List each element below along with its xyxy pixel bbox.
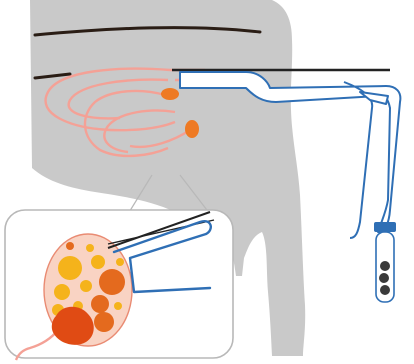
follicle-6 bbox=[91, 295, 109, 313]
magnified-ovary-inset bbox=[5, 210, 233, 360]
ovary-lower-icon bbox=[185, 120, 199, 138]
follicle-3 bbox=[99, 269, 125, 295]
tube-cap bbox=[374, 222, 396, 232]
follicle-13 bbox=[114, 302, 122, 310]
probe-handle-lower bbox=[344, 82, 372, 238]
follicle-5 bbox=[54, 284, 70, 300]
oocyte-2 bbox=[379, 273, 389, 283]
ovary-upper-icon bbox=[161, 88, 179, 100]
oocyte-1 bbox=[380, 261, 390, 271]
collection-tube-icon bbox=[374, 222, 396, 302]
follicle-12 bbox=[66, 242, 74, 250]
follicle-10 bbox=[86, 244, 94, 252]
oocyte-3 bbox=[380, 285, 390, 295]
follicle-1 bbox=[58, 256, 82, 280]
follicle-4 bbox=[80, 280, 92, 292]
follicle-11 bbox=[116, 258, 124, 266]
follicle-9 bbox=[94, 312, 114, 332]
follicle-2 bbox=[91, 255, 105, 269]
